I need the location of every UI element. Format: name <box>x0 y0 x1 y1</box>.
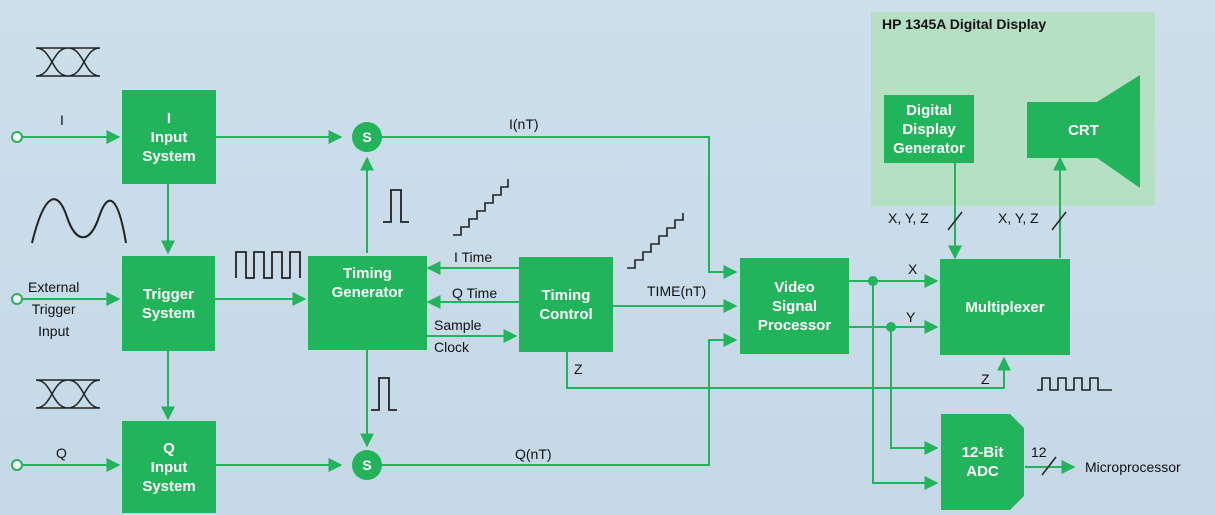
label-q-nt: Q(nT) <box>515 446 552 462</box>
timing-generator-label: Timing Generator <box>331 265 404 301</box>
bus-slash-1 <box>947 211 963 231</box>
i-input-system-block: I Input System <box>122 90 216 184</box>
label-i-input: I <box>60 112 64 128</box>
crt-label: CRT <box>1068 121 1099 139</box>
q-input-system-block: Q Input System <box>122 421 216 513</box>
square-waveform <box>235 251 301 279</box>
z-line <box>566 352 1011 389</box>
label-sample-clock: Sample Clock <box>434 317 482 355</box>
label-i-nt: I(nT) <box>509 116 539 132</box>
i-nt-line <box>382 136 738 279</box>
video-signal-processor-block: Video Signal Processor <box>740 258 849 354</box>
i-eye-waveform <box>35 47 101 77</box>
label-q-time: Q Time <box>452 285 498 301</box>
q-eye-waveform <box>35 379 101 409</box>
timing-generator-block: Timing Generator <box>308 256 427 350</box>
crt-shape <box>1027 75 1140 188</box>
digital-display-generator-block: Digital Display Generator <box>884 95 974 163</box>
staircase-left-waveform <box>453 179 509 236</box>
timing-control-block: Timing Control <box>519 257 613 352</box>
z-pulse-waveform <box>1037 377 1112 391</box>
summer-top: S <box>352 122 382 152</box>
y-to-adc-line <box>890 327 939 455</box>
label-time-nt: TIME(nT) <box>647 283 707 299</box>
label-x: X <box>908 261 918 277</box>
pulse-bottom-waveform <box>371 377 397 411</box>
bus-slash-2 <box>1051 211 1067 231</box>
adc-shape <box>941 414 1024 510</box>
label-external-trigger: External Trigger Input <box>28 279 80 339</box>
label-y: Y <box>906 309 916 325</box>
label-i-time: I Time <box>454 249 493 265</box>
summer-bottom: S <box>352 450 382 480</box>
q-nt-line <box>382 333 738 466</box>
i-terminal <box>11 131 23 143</box>
staircase-right-waveform <box>627 213 684 269</box>
bus-slash-3 <box>1041 456 1057 476</box>
panel-title: HP 1345A Digital Display <box>882 16 1047 32</box>
label-xyz-left: X, Y, Z <box>888 210 929 226</box>
label-xyz-right: X, Y, Z <box>998 210 1039 226</box>
label-z-mux: Z <box>981 371 990 387</box>
sine-waveform <box>31 198 127 244</box>
label-microprocessor: Microprocessor <box>1085 459 1181 475</box>
label-z-control: Z <box>574 361 583 377</box>
label-q-input: Q <box>56 445 67 461</box>
trigger-terminal <box>11 293 23 305</box>
label-12: 12 <box>1031 444 1047 460</box>
x-to-adc-line <box>872 281 939 490</box>
adc-label: 12-Bit ADC <box>961 444 1004 480</box>
multiplexer-block: Multiplexer <box>940 259 1070 355</box>
pulse-top-waveform <box>383 189 409 223</box>
q-terminal <box>11 459 23 471</box>
trigger-system-block: Trigger System <box>122 256 215 351</box>
junction-x <box>868 276 878 286</box>
junction-y <box>886 322 896 332</box>
